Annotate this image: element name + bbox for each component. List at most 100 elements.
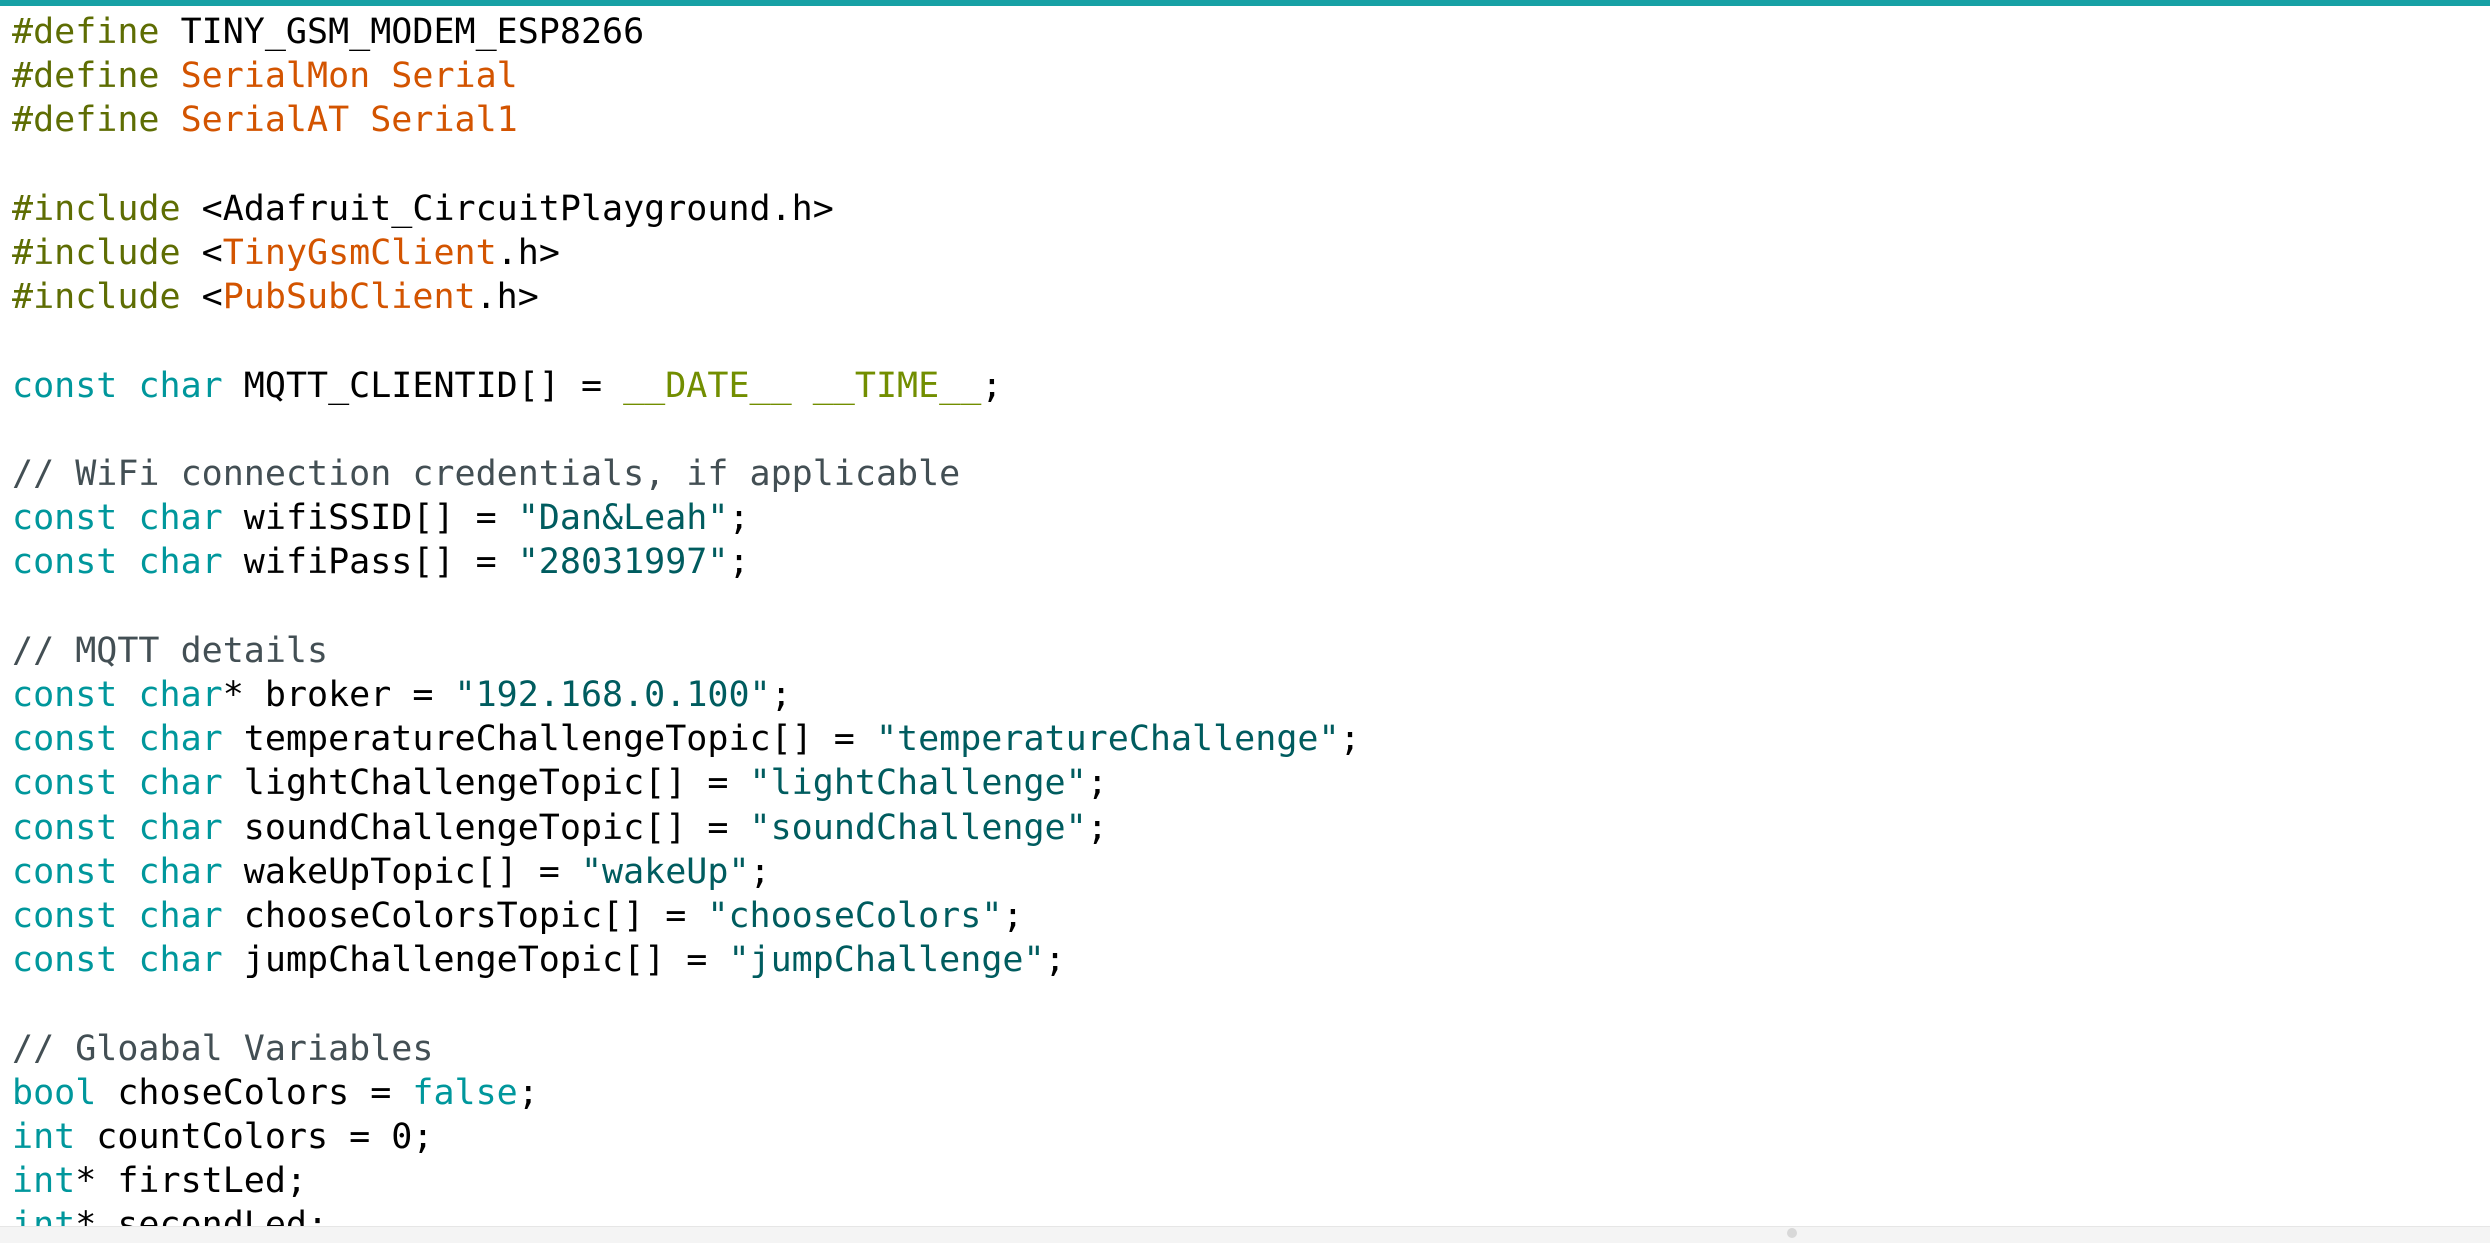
code-token: MQTT_CLIENTID[] = [243, 365, 624, 406]
top-accent-bar [0, 0, 2490, 6]
code-token: char [138, 719, 244, 760]
code-token: temperatureChallengeTopic[] = [243, 719, 876, 760]
code-token: chooseColorsTopic[] = [243, 896, 708, 936]
code-token: #define [12, 100, 181, 141]
code-token: char [138, 896, 244, 936]
code-token: char [138, 807, 244, 848]
code-token: < [201, 277, 223, 318]
code-line[interactable]: const char jumpChallengeTopic[] = "jumpC… [12, 938, 1066, 982]
code-token: // MQTT details [12, 630, 329, 671]
code-token: const [12, 940, 139, 981]
code-token: * secondLed; [75, 1205, 329, 1226]
code-token: int [12, 1117, 97, 1157]
code-token: bool [12, 1072, 118, 1113]
code-token: "soundChallenge" [749, 807, 1087, 848]
code-token: const [12, 763, 139, 804]
code-line[interactable]: int* firstLed; [12, 1159, 307, 1203]
code-line[interactable]: const char temperatureChallengeTopic[] =… [12, 717, 1361, 761]
code-token: const [12, 675, 139, 715]
code-token: __DATE__ __TIME__ [623, 365, 982, 406]
code-token: char [138, 763, 244, 804]
code-line[interactable]: #define SerialMon Serial [12, 54, 518, 98]
code-token: < [201, 233, 223, 273]
code-token: char [138, 940, 244, 981]
code-token: false [412, 1072, 518, 1113]
code-token: "temperatureChallenge" [875, 719, 1340, 760]
code-token: const [12, 542, 139, 583]
code-line[interactable]: #include <TinyGsmClient.h> [12, 231, 560, 275]
code-line[interactable]: #define SerialAT Serial1 [12, 98, 518, 142]
code-token: lightChallengeTopic[] = [243, 763, 750, 804]
code-token: ; [728, 542, 750, 583]
code-token: wifiSSID[] = [243, 498, 518, 539]
code-token: jumpChallengeTopic[] = [243, 940, 729, 981]
code-line[interactable]: const char wifiSSID[] = "Dan&Leah"; [12, 496, 750, 540]
code-token: ; [770, 675, 792, 715]
code-token: "Dan&Leah" [517, 498, 729, 539]
code-token: #define [12, 12, 181, 52]
code-line[interactable]: const char chooseColorsTopic[] = "choose… [12, 894, 1023, 938]
code-token: PubSubClient [222, 277, 476, 318]
code-line[interactable]: const char lightChallengeTopic[] = "ligh… [12, 761, 1108, 805]
code-token: soundChallengeTopic[] = [243, 807, 750, 848]
code-token: "28031997" [517, 542, 729, 583]
code-token: #include [12, 188, 202, 229]
code-token: TinyGsmClient [222, 233, 497, 273]
code-line[interactable]: // Gloabal Variables [12, 1027, 433, 1071]
code-editor[interactable]: #define TINY_GSM_MODEM_ESP8266#define Se… [0, 6, 2490, 1226]
code-token: .h> [496, 233, 560, 273]
code-line[interactable]: const char wifiPass[] = "28031997"; [12, 540, 750, 584]
code-line[interactable]: const char MQTT_CLIENTID[] = __DATE__ __… [12, 364, 1002, 408]
code-line[interactable]: bool choseColors = false; [12, 1071, 539, 1115]
status-bar [0, 1226, 2490, 1243]
code-token: char [138, 365, 244, 406]
code-line[interactable]: // MQTT details [12, 629, 328, 673]
code-token: ; [517, 1072, 539, 1113]
code-token: SerialAT Serial1 [180, 100, 518, 141]
code-token: * firstLed; [75, 1161, 308, 1202]
code-token: const [12, 851, 139, 892]
code-token: "192.168.0.100" [454, 675, 771, 715]
code-token: wifiPass[] = [243, 542, 518, 583]
code-token: "wakeUp" [580, 851, 750, 892]
code-token: "lightChallenge" [749, 763, 1087, 804]
code-token: choseColors = [117, 1072, 413, 1113]
code-token: ; [1086, 763, 1108, 804]
code-token: const [12, 807, 139, 848]
code-line[interactable]: #define TINY_GSM_MODEM_ESP8266 [12, 10, 644, 54]
code-token: countColors = 0; [96, 1117, 434, 1157]
code-token: SerialMon Serial [180, 56, 518, 97]
code-token: const [12, 498, 139, 539]
code-token: wakeUpTopic[] = [243, 851, 581, 892]
code-token: #define [12, 56, 181, 97]
code-token: char [138, 498, 244, 539]
code-line[interactable]: #include <PubSubClient.h> [12, 275, 539, 319]
code-token: * broker = [222, 675, 455, 715]
code-token: ; [1044, 940, 1066, 981]
code-line[interactable]: #include <Adafruit_CircuitPlayground.h> [12, 187, 834, 231]
code-token: TINY_GSM_MODEM_ESP8266 [180, 12, 645, 52]
code-token: "jumpChallenge" [728, 940, 1045, 981]
code-token: .h> [475, 277, 539, 318]
code-token: char [138, 542, 244, 583]
code-token: ; [749, 851, 771, 892]
code-line[interactable]: const char soundChallengeTopic[] = "soun… [12, 806, 1108, 850]
code-line[interactable]: const char wakeUpTopic[] = "wakeUp"; [12, 850, 771, 894]
code-token: int [12, 1161, 76, 1202]
code-token: int [12, 1205, 76, 1226]
code-token: <Adafruit_CircuitPlayground.h> [201, 188, 834, 229]
code-line[interactable]: int* secondLed; [12, 1203, 328, 1226]
code-line[interactable]: int countColors = 0; [12, 1115, 433, 1159]
scrollbar-handle[interactable] [1787, 1228, 1797, 1238]
code-token: ; [1002, 896, 1024, 936]
code-token: #include [12, 277, 202, 318]
code-token: const [12, 719, 139, 760]
code-token: char [138, 675, 223, 715]
code-token: const [12, 896, 139, 936]
code-token: // Gloabal Variables [12, 1028, 434, 1069]
code-line[interactable]: const char* broker = "192.168.0.100"; [12, 673, 792, 717]
code-token: ; [728, 498, 750, 539]
code-line[interactable]: // WiFi connection credentials, if appli… [12, 452, 960, 496]
code-token: const [12, 365, 139, 406]
code-token: ; [981, 365, 1003, 406]
